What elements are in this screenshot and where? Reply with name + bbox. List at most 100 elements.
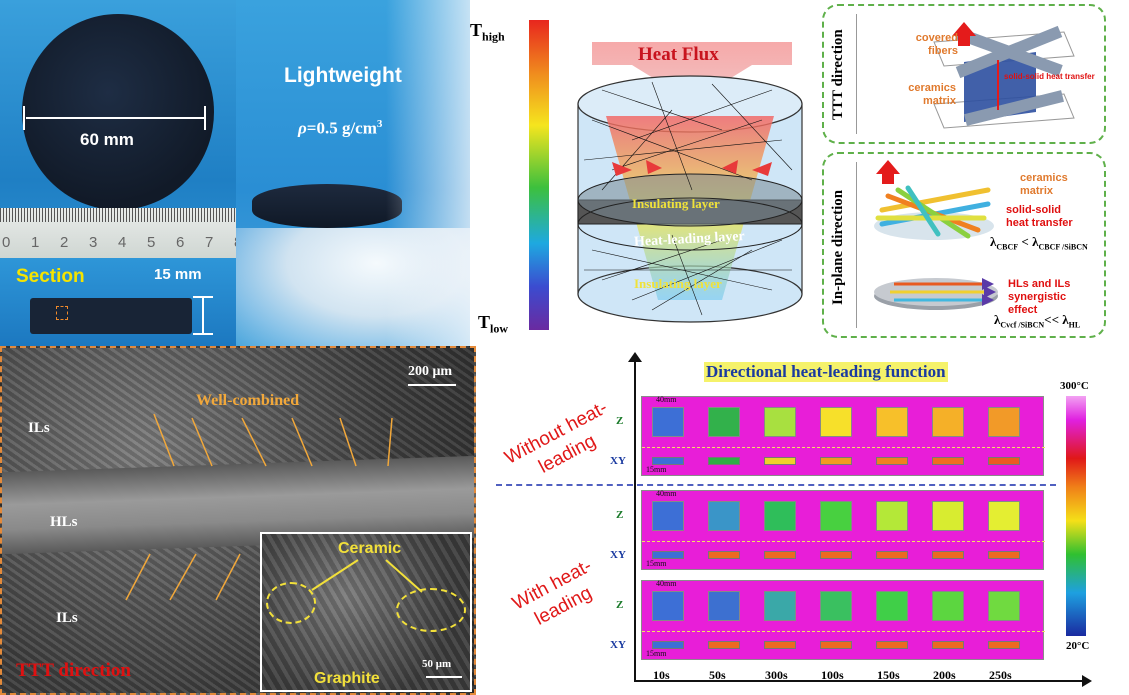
x-axis [634,680,1084,682]
xy-view-sample [652,457,684,465]
xy-view-sample [652,641,684,649]
lambda-hl: λ [1062,312,1069,327]
dim-40mm: 40mm [656,489,677,498]
z-view-sample [764,591,796,621]
xy-view-sample [708,551,740,559]
z-view-sample [820,591,852,621]
lambda-cbcf-sibcn-sub: CBCF /SiBCN [1038,242,1088,252]
xy-view-sample [820,641,852,649]
thickness-tick-top [193,296,213,298]
ruler-digit: 5 [147,234,156,251]
fibers [583,81,793,316]
less-than-symbol: < [1018,234,1033,249]
lambda-cbcf-sibcn: λ [1032,234,1039,249]
flux-arrows [612,160,772,176]
xy-view-sample [932,457,964,465]
time-label: 100s [821,668,844,682]
ttt-panel-title: TTT direction [830,29,846,121]
inset-circle-right [396,588,466,632]
foam-sample [252,184,402,228]
row-separator [642,447,1045,448]
z-view-sample [876,407,908,437]
lambda-inequality-1: λCBCF < λCBCF /SiBCN [990,234,1088,252]
row-separator [642,541,1045,542]
dim-15mm: 15mm [646,559,667,568]
z-view-sample [932,591,964,621]
z-view-sample [652,501,684,531]
ttt-divider [856,14,857,134]
z-view-sample [764,407,796,437]
much-less-symbol: << [1044,312,1063,327]
arrow-tick-right [204,106,206,130]
ttt-solid-heat-label: solid-solid heat transfer [1004,72,1095,81]
time-label: 10s [653,668,670,682]
xy-view-sample [988,551,1020,559]
synergy-label: HLs and ILs synergistic effect [1008,278,1071,316]
z-view-sample [876,501,908,531]
lightweight-label: Lightweight [284,64,402,87]
sem-scale-200-bar [408,384,456,386]
ruler-digit: 2 [60,234,69,251]
xy-view-sample [820,551,852,559]
inplane-panel: In-plane direction ceramics matrix solid… [822,152,1106,338]
time-label: 50s [709,668,726,682]
cylinder-diagram: Heat Flux Insulating layer Heat-leading … [572,20,812,330]
xy-view-sample [932,641,964,649]
panel-with-2: Z XY 40mm 15mm [610,579,1045,660]
row-xy-label: XY [610,549,626,561]
diameter-label: 60 mm [80,130,134,149]
ruler-digit: 4 [118,234,127,251]
lambda-hl-sub: HL [1068,320,1081,330]
z-view-sample [652,591,684,621]
cylinder-svg [577,42,803,323]
t-high: T [470,20,483,40]
heat-flux-arrow [592,42,792,102]
ils-top-label: ILs [28,420,50,436]
insulating-layer-bottom: Insulating layer [634,276,722,291]
inplane-divider [856,162,857,328]
arrow-tick-left [23,106,25,130]
ruler-digit: 8 [234,234,236,251]
inset-ceramic-label: Ceramic [338,540,402,557]
thickness-arrow [202,298,204,334]
row-xy-label: XY [610,455,626,467]
ruler-digits: 012345678 [0,234,236,254]
ils-bottom-label: ILs [56,610,78,626]
sem-scale-50-bar [426,676,462,678]
photo-section: Section 15 mm [0,258,236,346]
dim-40mm: 40mm [656,579,677,588]
insulating-layer-top: Insulating layer [632,196,720,211]
inset-ceramic-arrows [311,559,423,593]
xy-view-sample [876,641,908,649]
inplane-ceramics-matrix-label: ceramics matrix [1020,172,1068,197]
z-view-sample [932,501,964,531]
time-label: 200s [933,668,956,682]
thickness-label: 15 mm [154,266,202,283]
xy-view-sample [708,457,740,465]
thermal-title: Directional heat-leading function [704,362,948,382]
time-label: 150s [877,668,900,682]
row-xy-label: XY [610,639,626,651]
colorbar-left-high-label: Thigh [470,20,505,45]
z-view-sample [820,501,852,531]
density-value: =0.5 g/cm [306,118,377,138]
xy-view-sample [764,457,796,465]
density-symbol: ρ [298,118,307,138]
z-view-sample [764,501,796,531]
z-view-sample [708,591,740,621]
dim-15mm: 15mm [646,649,667,658]
t-low: T [478,312,491,332]
section-divider [496,484,1056,486]
xy-view-sample [764,551,796,559]
row-z-label: Z [616,599,624,611]
time-label: 300s [765,668,788,682]
row-z-label: Z [616,415,624,427]
z-view-sample [708,501,740,531]
colorbar-left [529,20,549,330]
t-high-sub: high [482,29,505,44]
without-heat-leading-label: Without heat-leading [501,397,611,478]
ttt-ceramics-matrix-label: ceramics matrix [908,82,956,107]
dim-15mm: 15mm [646,465,667,474]
sem-image: 200 μm Well-combined ILs HLs ILs TTT dir… [0,346,476,695]
